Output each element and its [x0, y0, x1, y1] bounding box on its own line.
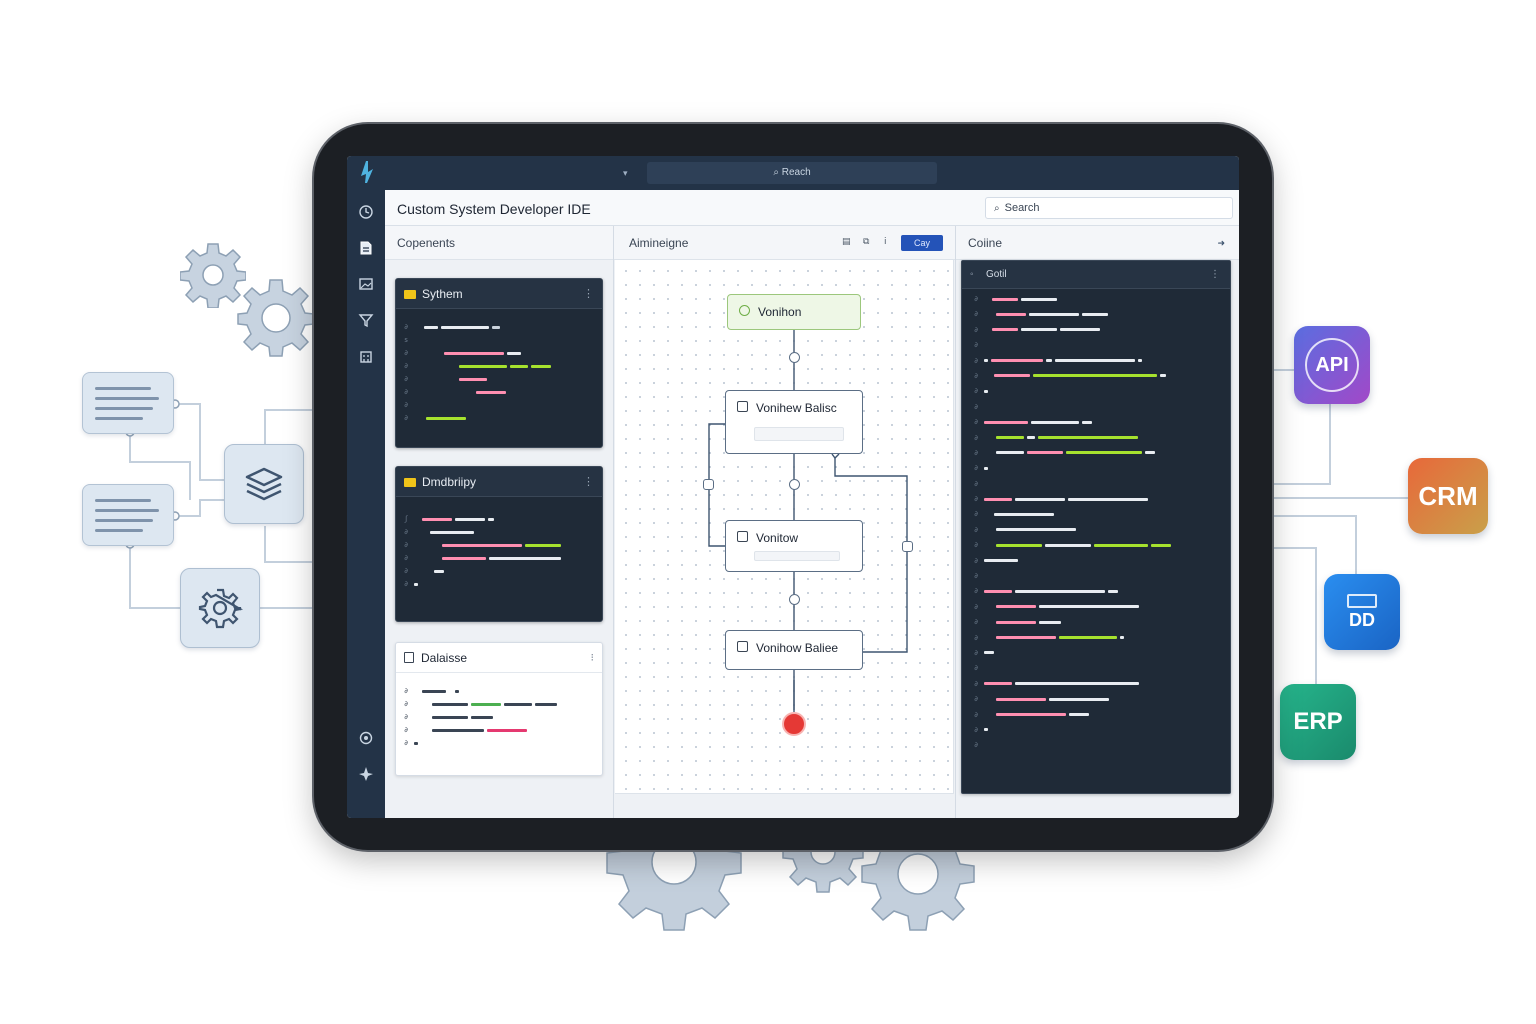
- components-panel-title: Copenents: [397, 236, 456, 250]
- search-input[interactable]: ⌕ Search: [985, 197, 1233, 219]
- more-options-icon[interactable]: ⋮: [1210, 269, 1220, 280]
- component-card-header: Sythem ⋮: [396, 279, 602, 309]
- folder-icon: [404, 290, 416, 299]
- folder-icon: [404, 478, 416, 487]
- layout-icon[interactable]: ⧉: [863, 236, 870, 246]
- more-options-icon[interactable]: ⋮: [583, 288, 594, 300]
- sidebar: [347, 190, 385, 818]
- node-input[interactable]: [754, 427, 844, 441]
- connector-port[interactable]: [902, 541, 913, 552]
- crm-integration-icon: CRM: [1408, 458, 1488, 534]
- image-icon[interactable]: [358, 276, 374, 292]
- connector-port[interactable]: [789, 352, 800, 363]
- info-icon[interactable]: ⅰ: [884, 236, 887, 246]
- database-icon: [404, 652, 414, 663]
- crm-label: CRM: [1418, 480, 1478, 511]
- components-panel-header: Copenents: [385, 226, 613, 260]
- code-panel-title: Coiine: [968, 236, 1003, 250]
- code-file-tab[interactable]: ◦ Gotil ⋮: [962, 261, 1230, 289]
- code-snippet: ∂ ∂ ∂ ∂ ∂: [396, 673, 602, 752]
- component-card-title: Dalaisse: [421, 651, 468, 665]
- more-options-icon[interactable]: ⁝: [590, 652, 595, 664]
- search-icon: ⌕: [773, 167, 782, 178]
- panel-divider: [613, 226, 614, 818]
- document-card: [82, 372, 174, 434]
- app-title-bar: Custom System Developer IDE ⌕ Search: [385, 190, 1239, 226]
- component-card-title: Dmdbriipy: [422, 475, 477, 489]
- code-panel-header: Coiine ➜: [956, 226, 1239, 260]
- erp-label: ERP: [1293, 708, 1343, 735]
- code-snippet: ∂ s ∂ ∂ ∂ ∂ ∂ ∂: [396, 309, 602, 427]
- history-icon[interactable]: [358, 204, 374, 220]
- pin-icon[interactable]: ➜: [1217, 238, 1225, 248]
- api-label: API: [1315, 353, 1349, 376]
- canvas-panel-header: Aimineigne: [614, 226, 955, 260]
- search-placeholder: Search: [1004, 202, 1040, 214]
- canvas-panel-title: Aimineigne: [629, 236, 689, 250]
- dd-integration-icon: DD: [1324, 574, 1400, 650]
- node-label: Vonitow: [756, 531, 799, 545]
- code-editor-panel[interactable]: ◦ Gotil ⋮ ∂ ∂ ∂ ∂ ∂ ∂ ∂ ∂ ∂ ∂ ∂ ∂ ∂ ∂ ∂ …: [961, 260, 1231, 794]
- connector-port[interactable]: [789, 594, 800, 605]
- component-card-header: Dalaisse ⁝: [396, 643, 602, 673]
- global-search-bar[interactable]: ⌕ Reach: [647, 162, 937, 184]
- component-card-header: Dmdbriipy ⋮: [396, 467, 602, 497]
- settings-tile: [180, 568, 260, 648]
- workflow-node[interactable]: Vonihow Baliee: [725, 630, 863, 670]
- api-integration-icon: API: [1294, 326, 1370, 404]
- checkbox-icon[interactable]: [737, 531, 748, 542]
- node-label: Vonihew Balisc: [756, 401, 837, 415]
- run-button[interactable]: Cay: [901, 235, 943, 251]
- database-icon: [1347, 593, 1377, 608]
- stop-node-icon[interactable]: [782, 712, 806, 736]
- node-label: Vonihow Baliee: [756, 641, 839, 655]
- workflow-node[interactable]: Vonitow: [725, 520, 863, 572]
- search-icon: ⌕: [994, 203, 1000, 214]
- run-label: Cay: [913, 238, 930, 248]
- layers-tile: [224, 444, 304, 524]
- dd-label: DD: [1349, 609, 1375, 630]
- workflow-canvas[interactable]: Vonihon Vonihew Balisc Vonitow Vonihow B…: [615, 260, 954, 794]
- document-card: [82, 484, 174, 546]
- ide-screen: ▾ ⌕ Reach Custom System Developer IDE ⌕ S…: [347, 156, 1239, 818]
- filter-icon[interactable]: [358, 312, 374, 328]
- code-file-label: Gotil: [986, 269, 1007, 280]
- component-card-database[interactable]: Dalaisse ⁝ ∂ ∂ ∂ ∂ ∂: [395, 642, 603, 776]
- top-bar: ▾ ⌕ Reach: [347, 156, 1239, 190]
- gear-icon: [180, 242, 246, 308]
- start-node-icon: [739, 305, 750, 316]
- more-options-icon[interactable]: ⋮: [583, 476, 594, 488]
- gear-icon: [236, 278, 316, 358]
- workflow-node[interactable]: Vonihew Balisc: [725, 390, 863, 454]
- node-label: Vonihon: [758, 305, 802, 319]
- workflow-node-start[interactable]: Vonihon: [727, 294, 861, 330]
- collapse-icon[interactable]: ◦: [970, 269, 974, 280]
- page-title: Custom System Developer IDE: [397, 201, 591, 217]
- checkbox-icon[interactable]: [737, 401, 748, 412]
- component-card-system[interactable]: Sythem ⋮ ∂ s ∂ ∂ ∂ ∂ ∂ ∂: [395, 278, 603, 448]
- component-card-title: Sythem: [422, 287, 463, 301]
- code-snippet: ʃ ∂ ∂ ∂ ∂ ∂: [396, 497, 602, 593]
- component-card-deployment[interactable]: Dmdbriipy ⋮ ʃ ∂ ∂ ∂ ∂ ∂: [395, 466, 603, 622]
- connector-port[interactable]: [789, 479, 800, 490]
- connector-port[interactable]: [703, 479, 714, 490]
- brand-logo-icon: [361, 161, 373, 183]
- code-content: ∂ ∂ ∂ ∂ ∂ ∂ ∂ ∂ ∂ ∂ ∂ ∂ ∂ ∂ ∂ ∂ ∂ ∂ ∂ ∂: [962, 295, 1230, 757]
- gear-icon: [860, 826, 976, 936]
- layers-icon: [245, 467, 283, 501]
- panel-divider: [955, 226, 956, 818]
- support-icon[interactable]: [358, 730, 374, 746]
- save-icon[interactable]: ▤: [842, 236, 851, 246]
- gear-icon: [198, 588, 243, 629]
- building-icon[interactable]: [358, 348, 374, 364]
- global-search-label: Reach: [781, 167, 811, 178]
- checkbox-icon[interactable]: [737, 641, 748, 652]
- menu-icon[interactable]: ▾: [623, 168, 628, 178]
- erp-integration-icon: ERP: [1280, 684, 1356, 760]
- file-icon[interactable]: [358, 240, 374, 256]
- node-input[interactable]: [754, 551, 840, 561]
- launch-icon[interactable]: [358, 766, 374, 782]
